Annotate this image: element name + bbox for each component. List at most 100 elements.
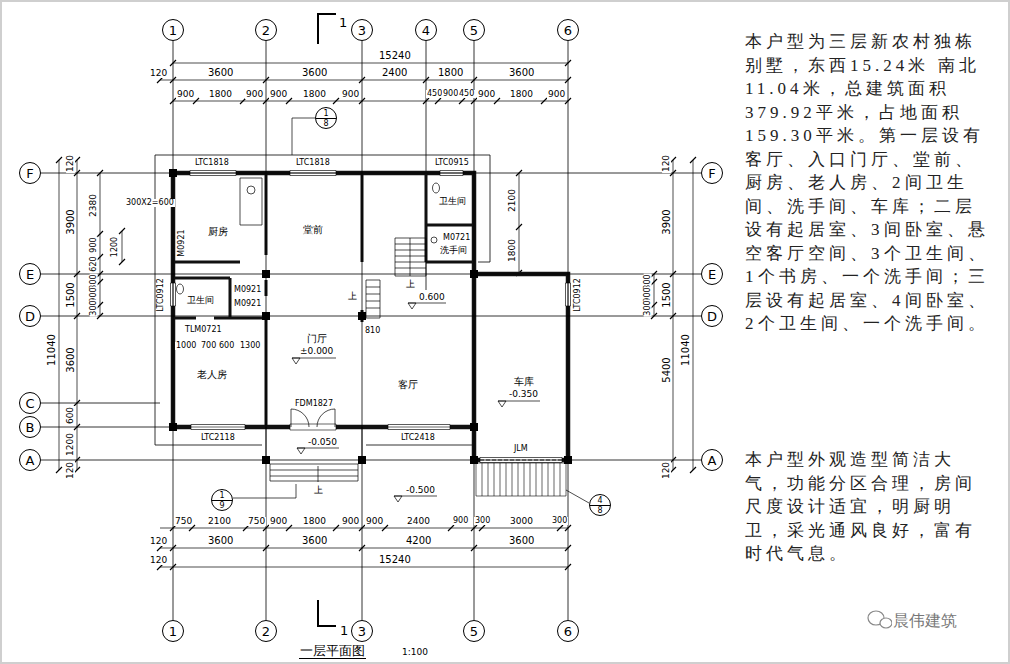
axis-label: B xyxy=(26,421,35,434)
axis-bubble: B xyxy=(19,416,41,438)
axis-bubble: 2 xyxy=(255,620,277,642)
room-name: 厨房 xyxy=(208,227,228,237)
elevation-marker xyxy=(292,303,540,502)
axis-label: 2 xyxy=(262,625,270,638)
dimension-text: 1800 xyxy=(302,90,327,99)
axis-label: F xyxy=(708,167,715,180)
dimension-text: 4200 xyxy=(405,536,432,546)
axis-label: 4 xyxy=(422,24,430,37)
dimension-text: 1800 xyxy=(302,517,327,526)
door-window-code: TLM0721 xyxy=(184,326,223,334)
dimension-text: 120 xyxy=(149,69,168,78)
dimension-text: 5400 xyxy=(662,356,672,383)
dimension-text: 900 xyxy=(269,90,288,99)
dimension-text: 900 xyxy=(176,90,195,99)
dimension-text: 900 xyxy=(452,517,469,525)
room-name: 堂前 xyxy=(303,225,323,235)
dimension-text: 3000 xyxy=(509,517,534,526)
dimension-text: 11040 xyxy=(681,333,691,367)
garage-ramp xyxy=(476,463,566,496)
dimension-line xyxy=(59,63,693,567)
axis-label: 1 xyxy=(169,625,177,638)
dimension-text: 15240 xyxy=(378,555,412,565)
dimension-text: 2100 xyxy=(207,517,232,526)
toilet xyxy=(433,183,440,193)
axis-line xyxy=(362,41,363,620)
room-label-area: 厨房 xyxy=(208,227,228,237)
exterior-wall xyxy=(173,173,568,460)
dimension-text: 1300 xyxy=(239,342,261,350)
axis-label: A xyxy=(708,454,717,467)
door-window-code: LTC1818 xyxy=(194,159,230,167)
door-window-code: LTC0912 xyxy=(574,277,582,313)
dimension-text: 810 xyxy=(364,327,381,335)
dimension-text: 900 xyxy=(90,236,98,253)
axis-bubble: 1 xyxy=(162,19,184,41)
structural-column xyxy=(169,169,572,464)
window-glazing xyxy=(173,173,568,427)
dimension-text: 1800 xyxy=(509,90,534,99)
dimension-text: 450 xyxy=(458,90,475,98)
door-window-code: M0921 xyxy=(178,228,186,257)
axis-line xyxy=(41,316,701,317)
elevation-text: 0.600 xyxy=(418,293,446,302)
sink xyxy=(247,186,255,194)
room-label-area: 门厅±0.000 xyxy=(300,334,333,356)
axis-label: E xyxy=(26,268,34,281)
dimension-text: 300 xyxy=(474,517,491,525)
dimension-text: 750 xyxy=(247,517,266,526)
dimension-text: 1800 xyxy=(508,238,517,263)
dimension-text: 1800 xyxy=(208,90,233,99)
index-number: 4 xyxy=(590,496,610,505)
index-symbol: 19 xyxy=(211,489,233,511)
door-window-code: FDM1827 xyxy=(294,400,334,408)
index-number: 8 xyxy=(590,506,610,515)
room-name: 车库 xyxy=(514,377,534,387)
dimension-text: 300 xyxy=(551,517,568,525)
wechat-icon xyxy=(880,618,892,628)
eave-outline xyxy=(155,155,490,445)
index-leader xyxy=(233,118,589,503)
dimension-text: 900 xyxy=(245,90,264,99)
axis-label: E xyxy=(708,268,716,281)
toilet xyxy=(177,284,184,294)
axis-label: 5 xyxy=(470,625,478,638)
axis-label: F xyxy=(26,167,33,180)
dimension-text: 900 xyxy=(269,517,288,526)
dimension-text: 1500 xyxy=(662,281,672,308)
door-window-code: M0921 xyxy=(233,300,262,308)
axis-label: 3 xyxy=(358,625,366,638)
axis-bubble: 1 xyxy=(162,620,184,642)
dimension-text: 450 xyxy=(426,90,443,98)
axis-line xyxy=(41,460,701,461)
elevation-text: -0.350 xyxy=(509,390,538,399)
dimension-text: 600 xyxy=(218,342,235,350)
door-window-code: LTC2118 xyxy=(200,434,236,442)
room-label-area: 老人房 xyxy=(197,370,227,380)
section-number: 1 xyxy=(339,624,349,637)
scale-text: 1:100 xyxy=(401,648,429,657)
dimension-text: 620 xyxy=(90,255,98,272)
elevation-text: -0.500 xyxy=(405,486,436,495)
dimension-text: 3600 xyxy=(66,346,76,373)
entrance-door xyxy=(291,409,335,427)
axis-line xyxy=(474,41,475,620)
kitchen-counter xyxy=(240,178,262,225)
axis-bubble: D xyxy=(701,305,723,327)
dimension-text: 3900 xyxy=(662,208,672,235)
room-name: 卫生间 xyxy=(187,296,214,305)
room-name: 客厅 xyxy=(398,380,418,390)
dimension-text: 120 xyxy=(66,461,75,480)
dimension-text: 120 xyxy=(662,461,671,480)
dimension-text: 2400 xyxy=(381,68,408,78)
section-number: 1 xyxy=(338,16,348,29)
index-divider xyxy=(590,505,610,506)
porch-steps xyxy=(266,427,362,482)
dimension-text: 1200 xyxy=(66,432,75,457)
elevation-text: -0.050 xyxy=(307,438,338,447)
axis-bubble: F xyxy=(19,162,41,184)
axis-bubble: F xyxy=(701,162,723,184)
index-symbol: 48 xyxy=(589,494,611,516)
